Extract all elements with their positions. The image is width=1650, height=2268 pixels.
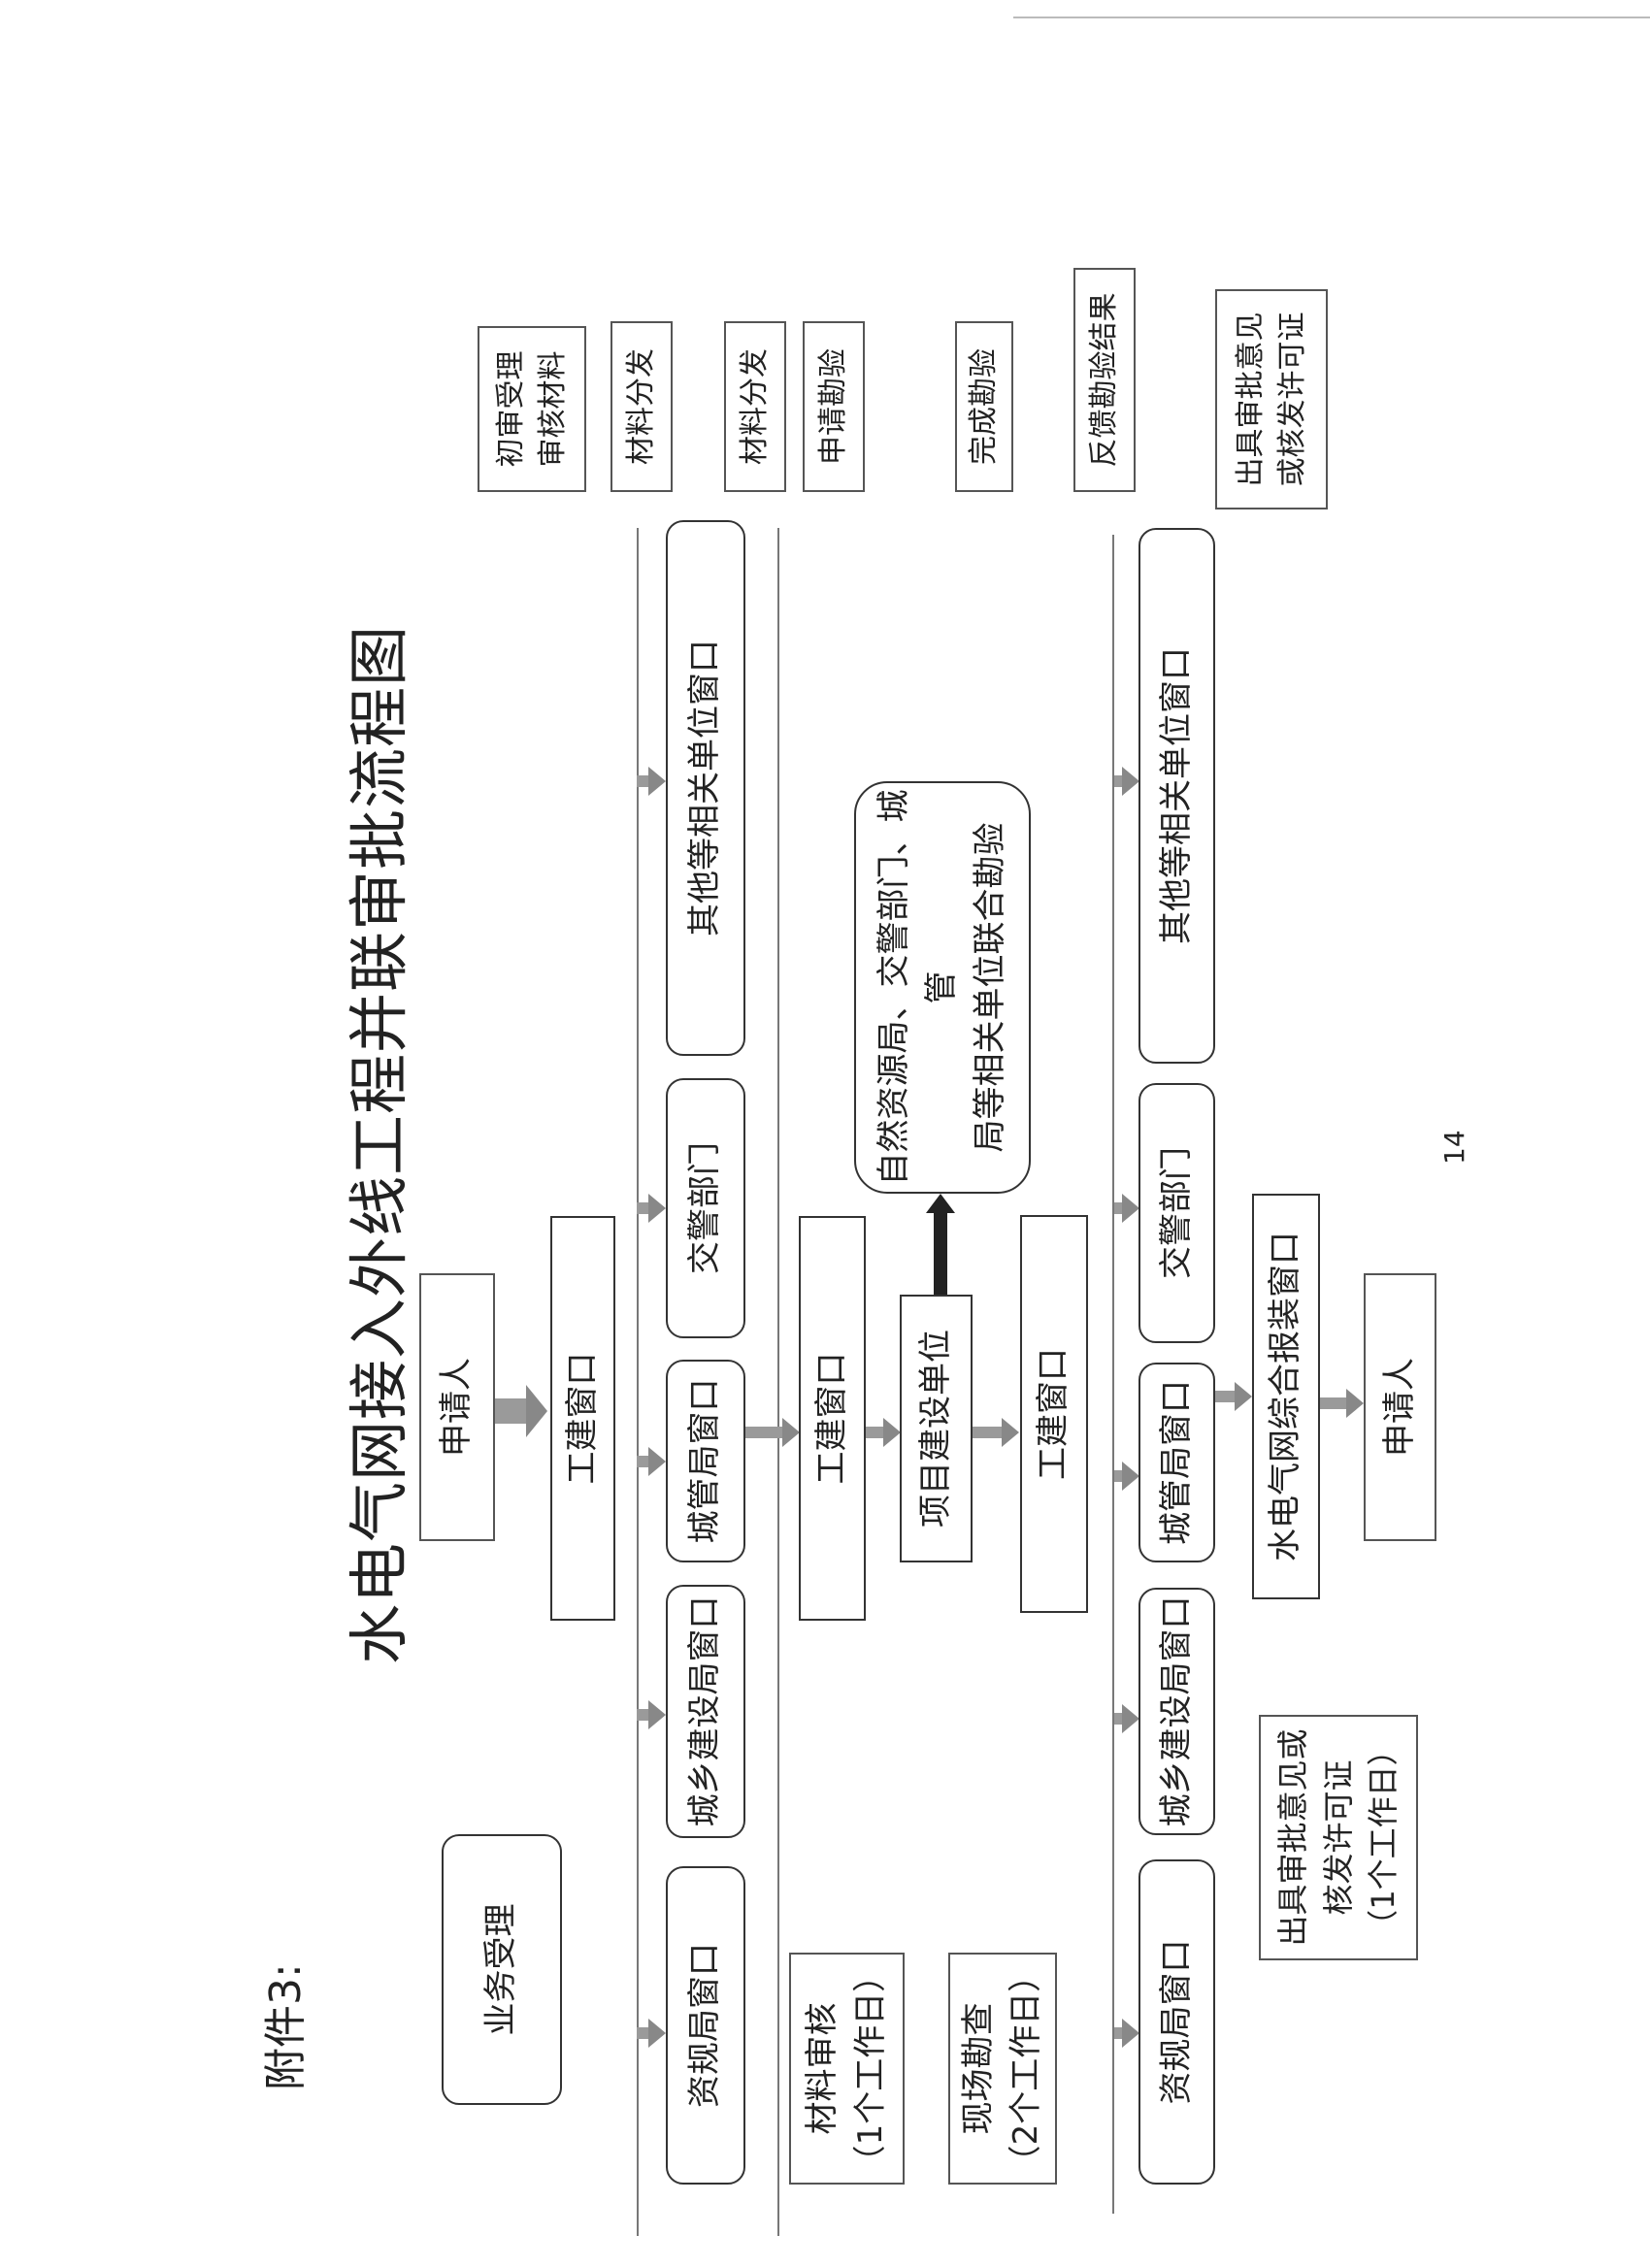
site-inspection-days: （2个工作日） bbox=[1006, 1958, 1045, 2179]
scan-edge-line bbox=[1013, 16, 1650, 18]
label-issue-line1: 出具审批意见 bbox=[1233, 312, 1268, 487]
arrow-icon bbox=[637, 1456, 650, 1467]
arrow-icon bbox=[637, 1709, 650, 1721]
row2-chengxiang-window: 城乡建设局窗口 bbox=[1138, 1588, 1215, 1835]
label-initial-review-line2: 审核材料 bbox=[536, 350, 570, 468]
arrow-icon bbox=[973, 1427, 1004, 1438]
page-number: 14 bbox=[1438, 1130, 1470, 1165]
black-arrow-head-icon bbox=[926, 1194, 955, 1213]
arrow-icon bbox=[1114, 2027, 1124, 2039]
row2-other-window: 其他等相关单位窗口 bbox=[1138, 528, 1215, 1064]
issue-approval-line2: 核发许可证 bbox=[1319, 1759, 1357, 1916]
material-review-days: （1个工作日） bbox=[850, 1958, 890, 2179]
utility-integrated-window: 水电气网综合报装窗口 bbox=[1252, 1194, 1320, 1599]
row1-jiaojing-dept: 交警部门 bbox=[666, 1078, 745, 1338]
row1-chengguan-window: 城管局窗口 bbox=[666, 1360, 745, 1562]
issue-approval-line1: 出具审批意见或 bbox=[1274, 1728, 1312, 1947]
row1-chengxiang-window: 城乡建设局窗口 bbox=[666, 1585, 745, 1838]
arrow-icon bbox=[495, 1398, 532, 1424]
issue-approval-stage: 出具审批意见或 核发许可证 （1个工作日） bbox=[1259, 1715, 1418, 1960]
divider-line bbox=[777, 528, 779, 2236]
label-issue-line2: 或核发许可证 bbox=[1275, 312, 1309, 487]
label-complete-inspection: 完成勘验 bbox=[955, 321, 1013, 492]
arrow-icon bbox=[637, 1202, 650, 1214]
arrow-icon bbox=[1114, 775, 1124, 787]
arrow-icon bbox=[1114, 1470, 1124, 1482]
gongjian-window-2: 工建窗口 bbox=[799, 1216, 866, 1621]
arrow-icon bbox=[637, 775, 650, 787]
arrow-icon bbox=[866, 1427, 885, 1438]
arrow-icon bbox=[637, 2027, 650, 2039]
material-review-stage: 材料审核 （1个工作日） bbox=[789, 1953, 905, 2185]
label-distribute-2: 材料分发 bbox=[724, 321, 786, 492]
arrow-icon bbox=[745, 1427, 784, 1438]
label-distribute-1: 材料分发 bbox=[610, 321, 673, 492]
label-feedback-result: 反馈勘验结果 bbox=[1073, 268, 1136, 492]
gongjian-window-1: 工建窗口 bbox=[550, 1216, 615, 1621]
stage-business-acceptance: 业务受理 bbox=[442, 1834, 562, 2105]
material-review-label: 材料审核 bbox=[803, 2002, 842, 2135]
page-title: 水电气网接入外线工程并联审批流程图 bbox=[344, 624, 414, 1664]
applicant-box-bottom: 申请人 bbox=[1364, 1273, 1436, 1541]
joint-inspection-box: 自然资源局、交警部门、城管 局等相关单位联合勘验 bbox=[854, 781, 1031, 1194]
joint-inspection-line2: 局等相关单位联合勘验 bbox=[970, 822, 1009, 1153]
row1-other-window: 其他等相关单位窗口 bbox=[666, 520, 745, 1056]
site-inspection-label: 现场勘查 bbox=[958, 2002, 998, 2135]
arrow-icon bbox=[1215, 1391, 1237, 1402]
row1-zigui-window: 资规局窗口 bbox=[666, 1866, 745, 2185]
gongjian-window-3: 工建窗口 bbox=[1020, 1215, 1088, 1613]
arrow-icon bbox=[1320, 1397, 1348, 1409]
label-initial-review: 初审受理 审核材料 bbox=[478, 326, 586, 492]
label-issue-approval: 出具审批意见 或核发许可证 bbox=[1215, 289, 1328, 509]
label-initial-review-line1: 初审受理 bbox=[493, 350, 528, 468]
label-apply-inspection: 申请勘验 bbox=[803, 321, 865, 492]
row2-jiaojing-dept: 交警部门 bbox=[1138, 1083, 1215, 1343]
row2-chengguan-window: 城管局窗口 bbox=[1138, 1363, 1215, 1562]
arrow-icon bbox=[1114, 1713, 1124, 1725]
applicant-box-top: 申请人 bbox=[419, 1273, 495, 1541]
joint-inspection-line1: 自然资源局、交警部门、城管 bbox=[874, 789, 962, 1186]
row2-zigui-window: 资规局窗口 bbox=[1138, 1859, 1215, 2185]
attachment-label: 附件3: bbox=[261, 1963, 311, 2090]
black-arrow-shaft bbox=[934, 1211, 947, 1295]
arrow-icon bbox=[1114, 1202, 1124, 1214]
site-inspection-stage: 现场勘查 （2个工作日） bbox=[948, 1953, 1057, 2185]
project-unit-box: 项目建设单位 bbox=[900, 1295, 973, 1562]
issue-approval-days: （1个工作日） bbox=[1365, 1734, 1402, 1941]
